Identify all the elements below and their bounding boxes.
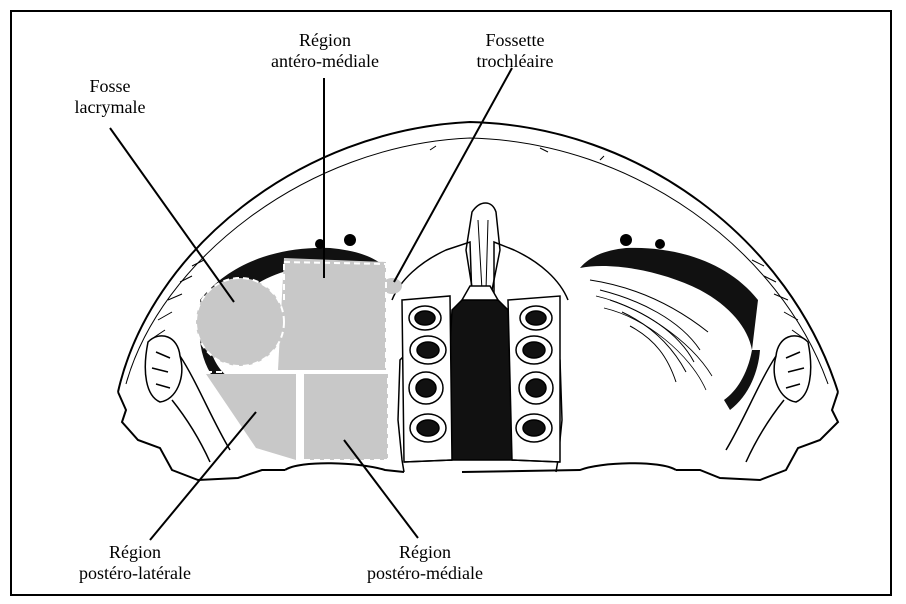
ethmoid-complex (392, 203, 568, 472)
label-region-postero-laterale: Région postéro-latérale (60, 542, 210, 584)
label-region-postero-mediale: Région postéro-médiale (350, 542, 500, 584)
region-postero-mediale-area (304, 374, 388, 460)
region-antero-mediale-area (278, 258, 386, 370)
leader-region-postero-laterale (150, 412, 256, 540)
right-orbit-rim (580, 234, 760, 410)
label-fosse-lacrymale: Fosse lacrymale (60, 76, 160, 118)
leader-fosse-lacrymale (110, 128, 234, 302)
label-region-antero-mediale: Région antéro-médiale (260, 30, 390, 72)
label-fossette-trochleaire: Fossette trochléaire (460, 30, 570, 72)
